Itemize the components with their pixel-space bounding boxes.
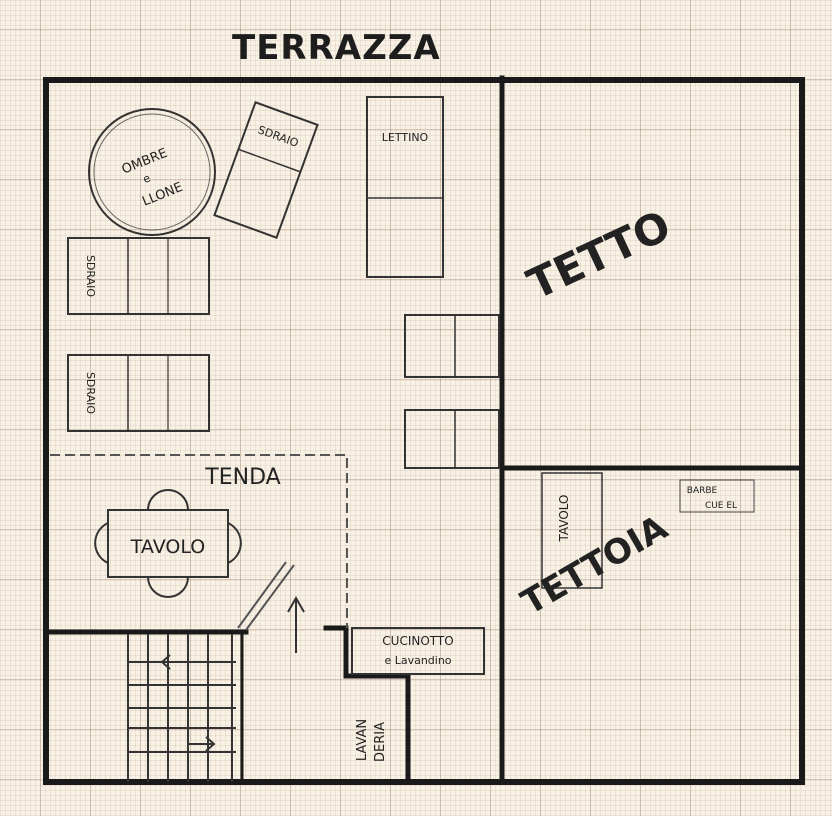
lavanderia-label-1: LAVAN — [355, 719, 370, 761]
tetto-label: TETTO — [520, 201, 678, 309]
sdraio-tilted-label: SDRAIO — [256, 123, 300, 150]
ombrellone-label-2: e — [141, 171, 152, 186]
tenda-outline — [50, 454, 348, 631]
barbecue-label-1: BARBE — [687, 486, 718, 496]
tavolo-small-label: TAVOLO — [557, 495, 571, 543]
tettoia-label: TETTOIA — [515, 507, 675, 623]
sdraio-1: SDRAIO — [67, 237, 210, 315]
lavanderia: LAVAN DERIA — [355, 719, 388, 762]
outer-walls — [43, 77, 805, 785]
tavolo: TAVOLO — [94, 489, 242, 598]
tavolo-label: TAVOLO — [130, 536, 205, 558]
stairs — [127, 634, 236, 782]
terrazza-title: TERRAZZA — [232, 28, 441, 68]
barbecue-label-2: CUE EL — [705, 501, 737, 511]
sdraio-tilted: SDRAIO — [213, 101, 319, 239]
arrow-up — [287, 595, 305, 653]
cucinotto-label-1: CUCINOTTO — [382, 634, 453, 648]
tavolo-small: TAVOLO — [541, 472, 603, 589]
cucinotto-label-2: e Lavandino — [384, 654, 451, 667]
lavanderia-label-2: DERIA — [373, 722, 388, 762]
cabinet-grid — [404, 314, 500, 469]
lettino-label: LETTINO — [382, 131, 429, 144]
tenda-label: TENDA — [204, 465, 280, 490]
barbecue: BARBE CUE EL — [679, 479, 755, 513]
interior-walls — [45, 75, 803, 785]
sdraio-2-label: SDRAIO — [84, 372, 97, 414]
sdraio-1-label: SDRAIO — [84, 255, 97, 297]
cucinotto: CUCINOTTO e Lavandino — [351, 627, 485, 675]
lettino: LETTINO — [366, 96, 444, 278]
sdraio-2: SDRAIO — [67, 354, 210, 432]
ombrellone: OMBRE e LLONE — [88, 108, 216, 236]
